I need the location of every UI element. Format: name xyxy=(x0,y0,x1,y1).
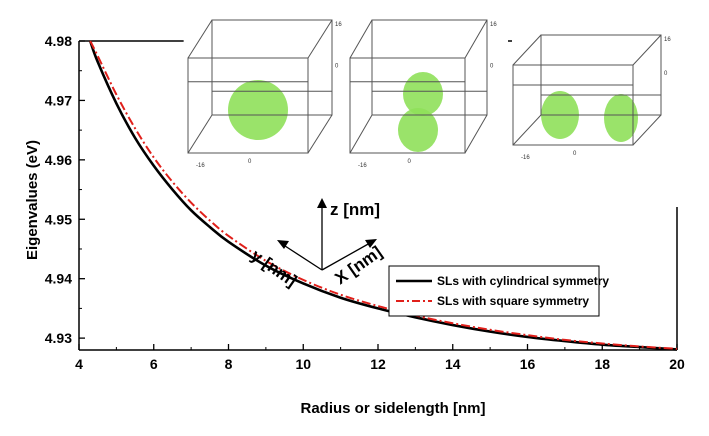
x-tick-label: 4 xyxy=(75,356,83,372)
cube-tick-label: 0 xyxy=(408,159,412,165)
y-arrow-icon xyxy=(277,240,289,249)
x-tick-label: 18 xyxy=(594,356,610,372)
cube-front-face xyxy=(349,57,466,154)
sphere-shape xyxy=(228,80,288,140)
sphere-shape xyxy=(604,94,638,142)
cube-edge xyxy=(307,19,333,59)
x-tick-label: 16 xyxy=(520,356,536,372)
cube-front-face xyxy=(512,64,634,146)
y-tick-label: 4.96 xyxy=(45,152,72,168)
x-tick-label: 14 xyxy=(445,356,461,372)
series-line-cylindrical xyxy=(88,40,678,351)
cube-back-face xyxy=(371,19,488,116)
cube-tick-label: 0 xyxy=(490,64,494,70)
cube-tick-label: 0 xyxy=(573,151,577,157)
cube-tick-label: 0 xyxy=(664,71,668,77)
cube-tick-label: -16 xyxy=(196,163,205,169)
cube-edge xyxy=(349,114,373,154)
cube-edge xyxy=(349,19,373,59)
x-tick-label: 8 xyxy=(225,356,233,372)
cube-edge xyxy=(632,34,662,66)
cube-tick-label: -16 xyxy=(521,155,530,161)
inset-cubes: 16 0 -16 0 16 0 -16 0 16 0 -16 0 xyxy=(187,19,671,169)
y-tick-label: 4.95 xyxy=(45,211,72,227)
cube-edge xyxy=(512,34,542,66)
z-axis-annotation: z [nm] xyxy=(330,200,380,219)
cube-tick-label: 16 xyxy=(664,37,671,43)
x-axis-title: Radius or sidelength [nm] xyxy=(300,400,485,417)
cube-background xyxy=(513,35,661,145)
series-line-square xyxy=(89,40,678,350)
legend-box xyxy=(388,265,600,317)
x-tick-label: 20 xyxy=(669,356,685,372)
x-tick-label: 10 xyxy=(295,356,311,372)
sphere-shape xyxy=(398,108,438,152)
cube-two-spheres-horizontal: 16 0 -16 0 xyxy=(512,34,671,161)
direction-axes: z [nm] y [nm] X [nm] xyxy=(248,198,386,291)
legend-label-cylindrical: SLs with cylindrical symmetry xyxy=(437,274,609,288)
sphere-shape xyxy=(403,72,443,116)
legend: SLs with cylindrical symmetry SLs with s… xyxy=(388,265,609,317)
cube-edge xyxy=(464,114,488,154)
cube-two-spheres-vertical: 16 0 -16 0 xyxy=(349,19,497,169)
legend-label-square: SLs with square symmetry xyxy=(437,294,589,308)
y-tick-label: 4.94 xyxy=(45,271,72,287)
series-layer xyxy=(88,40,678,351)
cube-back-face xyxy=(211,19,333,116)
cube-edge xyxy=(187,114,213,154)
cube-single-sphere: 16 0 -16 0 xyxy=(187,19,342,169)
y-tick-label: 4.98 xyxy=(45,33,72,49)
y-tick-label: 4.97 xyxy=(45,92,72,108)
cube-tick-label: 0 xyxy=(248,159,252,165)
x-tick-label: 6 xyxy=(150,356,158,372)
cube-tick-label: -16 xyxy=(358,163,367,169)
cube-back-face xyxy=(540,34,662,116)
x-arrow-icon xyxy=(365,239,377,248)
y-axis-title: Eigenvalues (eV) xyxy=(24,140,41,260)
y-direction-line xyxy=(281,243,323,271)
cube-edge xyxy=(632,114,662,146)
x-direction-line xyxy=(321,242,371,271)
z-arrow-icon xyxy=(317,198,327,208)
y-axis-annotation: y [nm] xyxy=(248,246,301,291)
cube-edge xyxy=(464,19,488,59)
cube-edge xyxy=(512,114,542,146)
cube-tick-label: 0 xyxy=(335,64,339,70)
x-tick-label: 12 xyxy=(370,356,386,372)
axis-ticks: 4 6 8 10 12 14 16 18 20 4.93 4.94 4.95 4.96 4.97 4.98 xyxy=(45,33,685,372)
cube-edge xyxy=(187,19,213,59)
y-tick-label: 4.93 xyxy=(45,330,72,346)
cube-tick-label: 16 xyxy=(490,22,497,28)
cube-edge xyxy=(307,114,333,154)
cube-front-face xyxy=(187,57,309,154)
cube-tick-label: 16 xyxy=(335,22,342,28)
